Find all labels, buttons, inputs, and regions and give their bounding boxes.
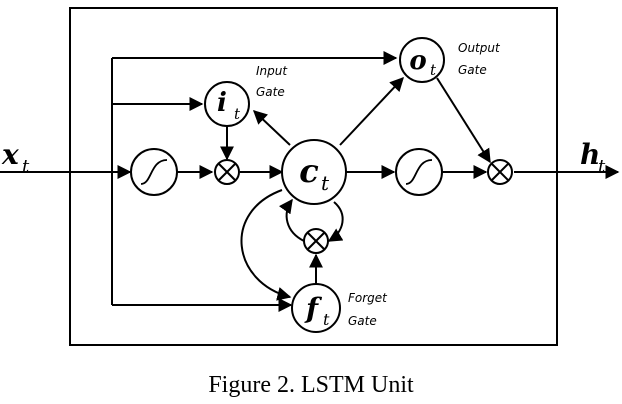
unit-frame — [69, 7, 558, 346]
cell-to-forget-gate — [240, 189, 292, 301]
output-gate-symbol: o — [409, 46, 426, 76]
input-tanh-node — [130, 148, 178, 196]
forget-multiply-node — [303, 228, 329, 254]
sigmoid-icon — [405, 159, 433, 185]
input-gate-subscript: t — [234, 105, 241, 123]
output-gate-node — [399, 37, 445, 83]
figure-caption: Figure 2. LSTM Unit — [208, 372, 414, 398]
cell-node — [281, 139, 347, 205]
input-gate-node — [204, 81, 250, 127]
forget-gate-node — [291, 283, 341, 333]
output-multiply-node — [487, 159, 513, 185]
output-tanh-node — [395, 148, 443, 196]
input-gate-symbol: i — [217, 88, 227, 118]
input-multiply-node — [214, 159, 240, 185]
forget-gate-subscript: t — [323, 310, 330, 329]
recurrent-loop-left — [278, 198, 305, 242]
cell-symbol: c — [299, 152, 318, 190]
input-gate-label-line2: Gate — [256, 85, 285, 99]
output-symbol: h — [580, 138, 600, 171]
cell-subscript: t — [321, 171, 330, 195]
output-gate-label-line2: Gate — [458, 63, 487, 77]
cell-to-output-gate — [339, 76, 404, 146]
recurrent-loop-right — [327, 201, 344, 242]
output-gate-to-multiply — [436, 77, 491, 164]
output-gate-label-line1: Output — [458, 41, 501, 55]
forget-gate-label-line1: Forget — [348, 291, 388, 305]
cell-to-input-gate — [252, 110, 291, 146]
output-gate-subscript: t — [430, 61, 437, 79]
sigmoid-icon — [140, 159, 168, 185]
input-subscript: t — [22, 156, 30, 177]
output-subscript: t — [598, 156, 606, 177]
input-symbol: x — [1, 138, 19, 171]
forget-gate-label-line2: Gate — [348, 314, 377, 328]
input-gate-label-line1: Input — [256, 64, 288, 78]
